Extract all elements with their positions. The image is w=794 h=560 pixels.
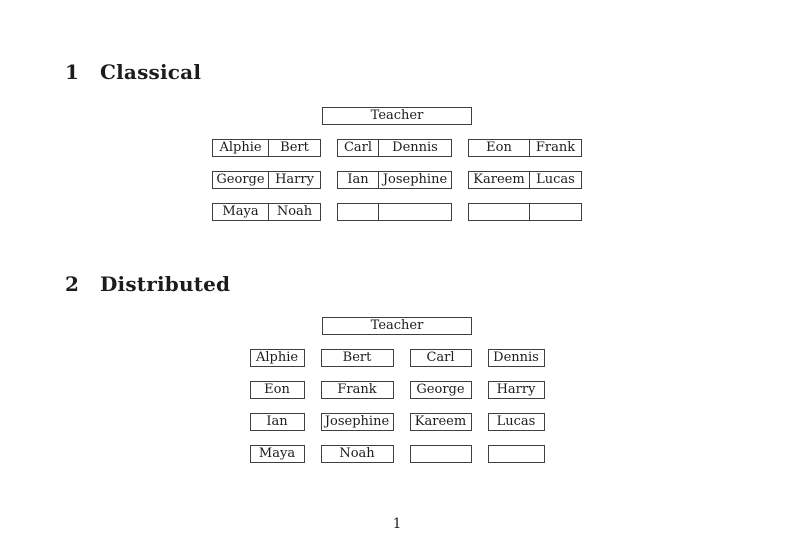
single-desk: Dennis [487, 349, 545, 367]
single-desk: Alphie [249, 349, 305, 367]
section-heading-distributed: 2 Distributed [65, 272, 230, 296]
seat-empty [530, 204, 581, 220]
seat: Harry [275, 172, 314, 187]
seat: Lucas [536, 172, 575, 187]
single-desk: Bert [320, 349, 394, 367]
double-desk: Maya Noah [212, 203, 321, 221]
section-title: Classical [100, 60, 202, 84]
double-desk: Ian Josephine [337, 171, 452, 189]
seat: Dennis [392, 140, 438, 155]
double-desk: George Harry [212, 171, 321, 189]
seat: George [213, 172, 269, 188]
seat-empty [338, 204, 379, 220]
distributed-seating-diagram: Teacher Alphie Bert Carl Dennis Eon Fran… [0, 317, 794, 463]
double-desk: Eon Frank [468, 139, 582, 157]
section-number: 1 [65, 60, 80, 84]
seat: Alphie [213, 140, 269, 156]
classical-seating-diagram: Teacher Alphie Bert Carl Dennis Eon Fran… [0, 107, 794, 221]
seat-empty [469, 204, 530, 220]
desk-row: George Harry Ian Josephine Kareem Lucas [212, 171, 582, 189]
section-title: Distributed [100, 272, 231, 296]
desk-row: Maya Noah [249, 445, 545, 463]
double-desk: Alphie Bert [212, 139, 321, 157]
single-desk: Kareem [409, 413, 472, 431]
seat: Ian [338, 172, 379, 188]
seat: Kareem [469, 172, 530, 188]
double-desk-empty [337, 203, 452, 221]
teacher-label: Teacher [370, 108, 424, 123]
teacher-box: Teacher [322, 317, 472, 335]
single-desk: Carl [409, 349, 472, 367]
page-number: 1 [392, 516, 402, 532]
single-desk: Noah [320, 445, 394, 463]
seat: Josephine [382, 172, 448, 187]
single-desk-empty [409, 445, 472, 463]
seat: Carl [338, 140, 379, 156]
seat: Noah [276, 204, 313, 219]
seat: Maya [213, 204, 269, 220]
single-desk: Josephine [320, 413, 394, 431]
desk-row: Alphie Bert Carl Dennis Eon Frank [212, 139, 582, 157]
single-desk: Maya [249, 445, 305, 463]
seat-empty [379, 204, 451, 220]
double-desk: Carl Dennis [337, 139, 452, 157]
desk-row: Eon Frank George Harry [249, 381, 545, 399]
desk-row: Alphie Bert Carl Dennis [249, 349, 545, 367]
single-desk: Frank [320, 381, 394, 399]
seat: Bert [280, 140, 309, 155]
double-desk-empty [468, 203, 582, 221]
desk-row: Maya Noah [212, 203, 582, 221]
single-desk: George [409, 381, 472, 399]
desk-row: Ian Josephine Kareem Lucas [249, 413, 545, 431]
section-heading-classical: 1 Classical [65, 60, 201, 84]
seat: Eon [469, 140, 530, 156]
teacher-box: Teacher [322, 107, 472, 125]
seat: Frank [535, 140, 576, 155]
teacher-label: Teacher [370, 318, 424, 333]
single-desk-empty [487, 445, 545, 463]
single-desk: Ian [249, 413, 305, 431]
section-number: 2 [65, 272, 80, 296]
double-desk: Kareem Lucas [468, 171, 582, 189]
single-desk: Eon [249, 381, 305, 399]
single-desk: Harry [487, 381, 545, 399]
single-desk: Lucas [487, 413, 545, 431]
